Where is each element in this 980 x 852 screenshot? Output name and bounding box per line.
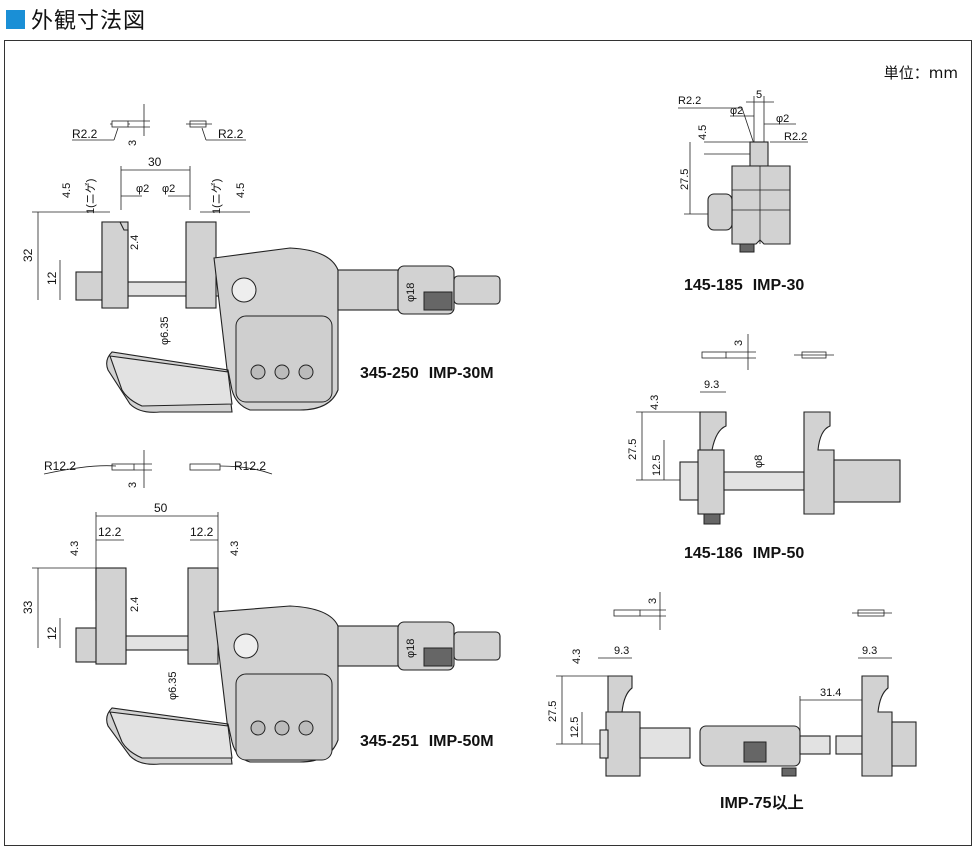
title-square-icon — [6, 9, 25, 29]
imp50-w93: 9.3 — [704, 379, 719, 391]
imp30m-h12: 12 — [45, 271, 59, 285]
imp50-phi8: φ8 — [753, 455, 765, 468]
imp30m-phi635: φ6.35 — [159, 316, 171, 345]
imp50m-r-left: R12.2 — [44, 459, 76, 473]
imp50m-tip-h: 3 — [127, 482, 139, 488]
imp50-h43: 4.3 — [649, 395, 661, 410]
imp30-h45: 4.5 — [697, 125, 709, 140]
imp30m-h24: 2.4 — [129, 235, 141, 250]
imp50m-w-right: 12.2 — [190, 525, 214, 539]
imp50m-r-right: R12.2 — [234, 459, 266, 473]
imp30m-nige-right: 1(ニゲ) — [210, 179, 223, 214]
imp50m-h43-left: 4.3 — [69, 541, 81, 556]
imp50m-h24: 2.4 — [129, 597, 141, 612]
page-title: 外観寸法図 — [31, 9, 147, 34]
imp50m-code: 345-251 — [360, 733, 419, 750]
imp30m-code: 345-250 — [360, 365, 419, 382]
imp30-phi-left: φ2 — [730, 105, 743, 117]
imp30m-phi-left: φ2 — [136, 183, 149, 195]
imp50-h275: 27.5 — [627, 439, 639, 460]
drawing-frame — [4, 40, 972, 846]
title-bar: 外観寸法図 — [6, 6, 147, 34]
imp50m-phi18: φ18 — [405, 639, 417, 658]
imp50-name: IMP-50 — [753, 545, 805, 562]
imp50-h125: 12.5 — [651, 455, 663, 476]
imp50m-h33: 33 — [21, 600, 35, 614]
imp50m-phi635: φ6.35 — [167, 671, 179, 700]
imp50-drawing: 3 9.3 4.3 27.5 12.5 φ8 145-186 IMP-50 — [627, 334, 901, 562]
imp75-label: IMP-75以上 — [720, 794, 804, 812]
imp75-h43: 4.3 — [571, 649, 583, 664]
imp50-code: 145-186 — [684, 545, 743, 562]
imp30m-nige-left: 1(ニゲ) — [84, 179, 97, 214]
imp30m-h32: 32 — [21, 248, 35, 262]
imp75-w314: 31.4 — [820, 687, 841, 699]
imp30-name: IMP-30 — [753, 277, 805, 294]
imp30m-phi-right: φ2 — [162, 183, 175, 195]
imp50m-drawing: R12.2 R12.2 3 50 12.2 12.2 4.3 4.3 33 12… — [21, 450, 501, 765]
imp30-r-top: R2.2 — [678, 95, 701, 107]
imp50m-h43-right: 4.3 — [229, 541, 241, 556]
imp50m-w-left: 12.2 — [98, 525, 122, 539]
imp75-h275: 27.5 — [547, 701, 559, 722]
imp75-w93-left: 9.3 — [614, 645, 629, 657]
imp30-w5: 5 — [756, 89, 762, 101]
unit-label: 単位：mm — [883, 64, 958, 82]
imp30-r-right: R2.2 — [784, 131, 807, 143]
imp75-drawing: 3 9.3 9.3 4.3 27.5 12.5 31.4 IMP-75以上 — [547, 592, 917, 812]
imp50m-name: IMP-50M — [429, 733, 494, 750]
imp50m-span: 50 — [154, 501, 168, 515]
imp75-w93-right: 9.3 — [862, 645, 877, 657]
imp50m-h12: 12 — [45, 626, 59, 640]
imp75-h125: 12.5 — [569, 717, 581, 738]
imp30m-tip-h: 3 — [127, 140, 139, 146]
imp30m-r-right: R2.2 — [218, 127, 244, 141]
imp30-h275: 27.5 — [679, 169, 691, 190]
imp30-code: 145-185 — [684, 277, 743, 294]
imp50-tip-h: 3 — [733, 340, 745, 346]
imp30m-phi18: φ18 — [405, 283, 417, 302]
imp30m-name: IMP-30M — [429, 365, 494, 382]
imp30m-h45-left: 4.5 — [61, 183, 73, 198]
imp30m-r-left: R2.2 — [72, 127, 98, 141]
imp75-tip-h: 3 — [647, 598, 659, 604]
imp30m-span: 30 — [148, 155, 162, 169]
imp30-drawing: R2.2 5 φ2 φ2 R2.2 4.5 27.5 145-185 IMP-30 — [678, 89, 808, 294]
imp30m-drawing: R2.2 R2.2 3 30 φ2 φ2 4.5 1(ニゲ) 1(ニゲ) 4.5… — [21, 104, 501, 413]
imp30-phi-right: φ2 — [776, 113, 789, 125]
imp30m-h45-right: 4.5 — [235, 183, 247, 198]
